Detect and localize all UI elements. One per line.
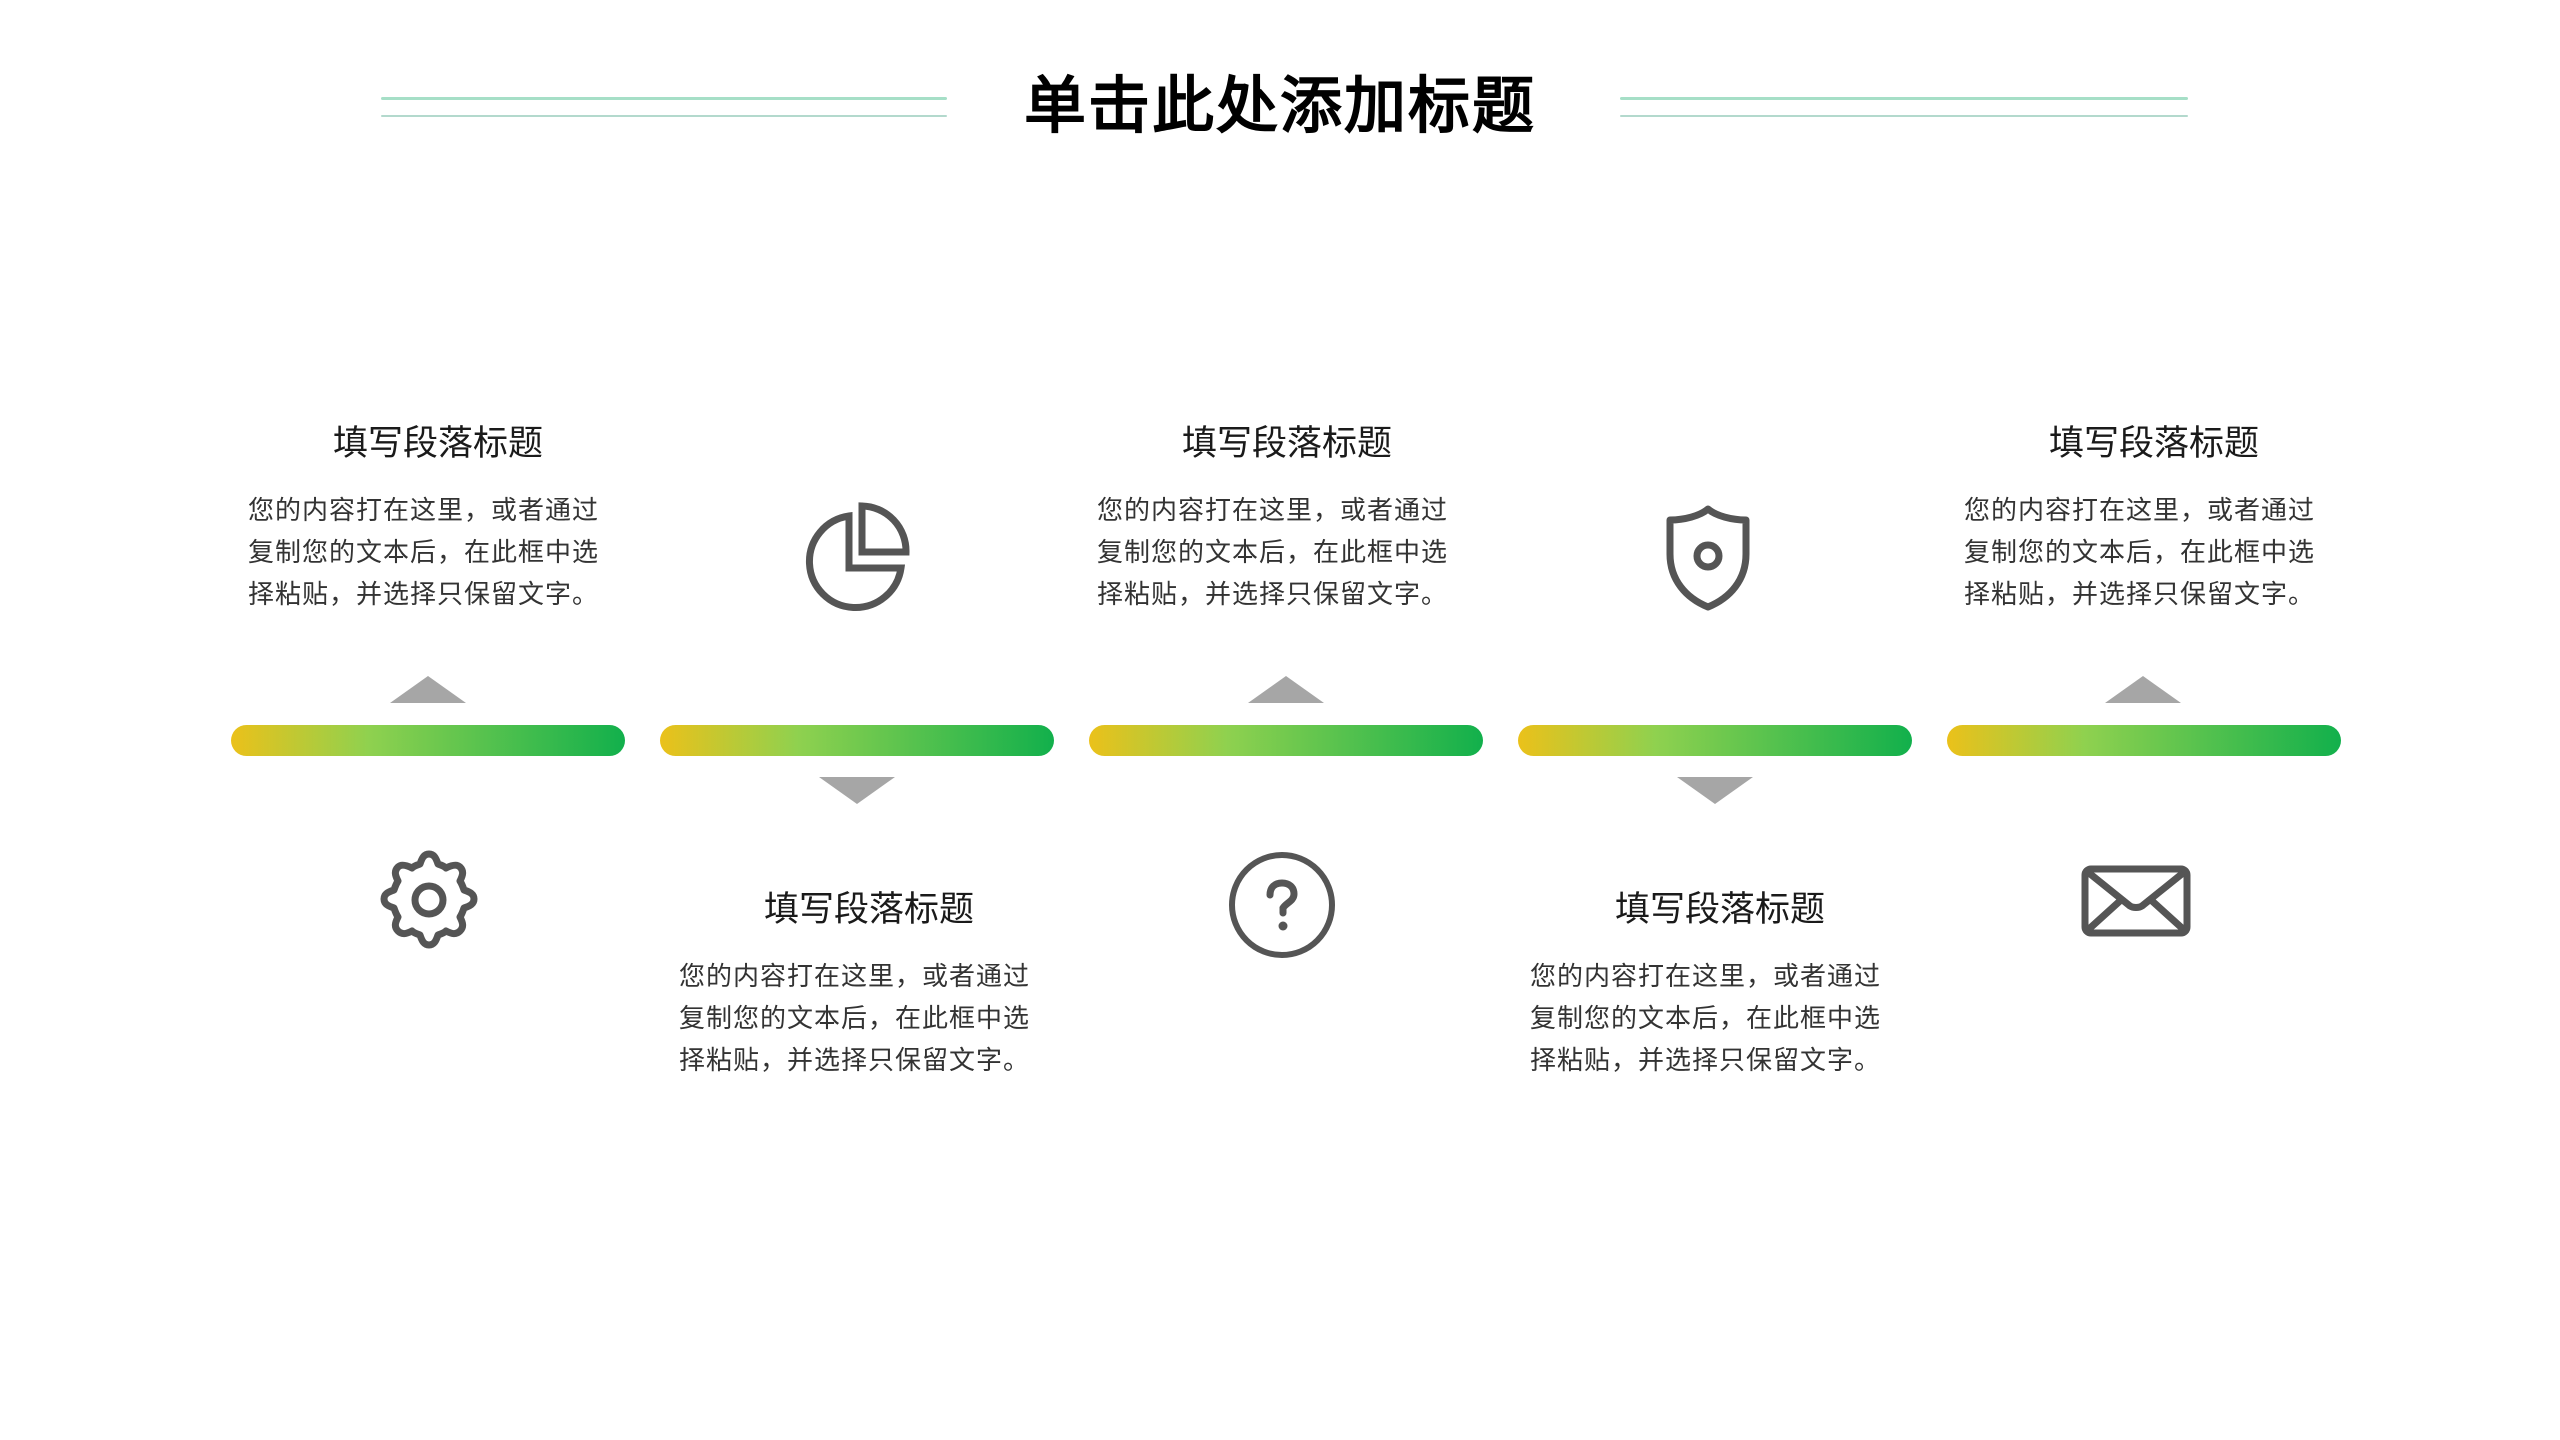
item-body: 您的内容打在这里，或者通过 复制您的文本后，在此框中选 择粘贴，并选择只保留文字… (248, 490, 628, 616)
item-body-line: 您的内容打在这里，或者通过 (1530, 962, 1882, 992)
title-line-left-top (381, 97, 947, 100)
arrow-down-icon (1677, 777, 1753, 804)
item-body: 您的内容打在这里，或者通过 复制您的文本后，在此框中选 择粘贴，并选择只保留文字… (1530, 956, 1910, 1082)
item-body-line: 您的内容打在这里，或者通过 (1964, 496, 2316, 526)
arrow-up-icon (390, 676, 466, 703)
timeline-item-2-text[interactable]: 填写段落标题 您的内容打在这里，或者通过 复制您的文本后，在此框中选 择粘贴，并… (679, 888, 1059, 1082)
item-heading: 填写段落标题 (763, 890, 974, 930)
item-body-line: 复制您的文本后，在此框中选 (1530, 1004, 1882, 1034)
item-body-line: 择粘贴，并选择只保留文字。 (1097, 580, 1449, 610)
timeline-bar-4 (1518, 725, 1912, 756)
item-body-line: 择粘贴，并选择只保留文字。 (1530, 1046, 1882, 1076)
title-line-right-top (1620, 97, 2188, 100)
pie-chart-icon (802, 502, 912, 612)
envelope-icon (2081, 865, 2191, 937)
timeline-item-5-text[interactable]: 填写段落标题 您的内容打在这里，或者通过 复制您的文本后，在此框中选 择粘贴，并… (1964, 422, 2344, 616)
item-body-line: 您的内容打在这里，或者通过 (1097, 496, 1449, 526)
item-body: 您的内容打在这里，或者通过 复制您的文本后，在此框中选 择粘贴，并选择只保留文字… (679, 956, 1059, 1082)
timeline-bar-5 (1947, 725, 2341, 756)
arrow-up-icon (2105, 676, 2181, 703)
item-body-line: 择粘贴，并选择只保留文字。 (1964, 580, 2316, 610)
item-body-line: 您的内容打在这里，或者通过 (248, 496, 600, 526)
item-body-line: 复制您的文本后，在此框中选 (1097, 538, 1449, 568)
item-body-line: 复制您的文本后，在此框中选 (248, 538, 600, 568)
arrow-down-icon (819, 777, 895, 804)
gear-icon (374, 848, 484, 958)
page-title[interactable]: 单击此处添加标题 (1023, 69, 1536, 142)
item-body: 您的内容打在这里，或者通过 复制您的文本后，在此框中选 择粘贴，并选择只保留文字… (1097, 490, 1477, 616)
item-body-line: 您的内容打在这里，或者通过 (679, 962, 1031, 992)
timeline-bar-1 (231, 725, 625, 756)
item-body-line: 择粘贴，并选择只保留文字。 (679, 1046, 1031, 1076)
item-body-line: 择粘贴，并选择只保留文字。 (248, 580, 600, 610)
timeline-bar-3 (1089, 725, 1483, 756)
item-heading: 填写段落标题 (1181, 424, 1392, 464)
timeline-bar-2 (660, 725, 1054, 756)
item-body: 您的内容打在这里，或者通过 复制您的文本后，在此框中选 择粘贴，并选择只保留文字… (1964, 490, 2344, 616)
item-body-line: 复制您的文本后，在此框中选 (679, 1004, 1031, 1034)
question-circle-icon (1228, 851, 1336, 959)
item-heading: 填写段落标题 (332, 424, 543, 464)
arrow-up-icon (1248, 676, 1324, 703)
item-body-line: 复制您的文本后，在此框中选 (1964, 538, 2316, 568)
title-line-left-bottom (381, 115, 947, 117)
timeline-item-4-text[interactable]: 填写段落标题 您的内容打在这里，或者通过 复制您的文本后，在此框中选 择粘贴，并… (1530, 888, 1910, 1082)
timeline-item-1-text[interactable]: 填写段落标题 您的内容打在这里，或者通过 复制您的文本后，在此框中选 择粘贴，并… (248, 422, 628, 616)
title-line-right-bottom (1620, 115, 2188, 117)
item-heading: 填写段落标题 (2048, 424, 2259, 464)
timeline-item-3-text[interactable]: 填写段落标题 您的内容打在这里，或者通过 复制您的文本后，在此框中选 择粘贴，并… (1097, 422, 1477, 616)
shield-icon (1664, 504, 1752, 612)
item-heading: 填写段落标题 (1614, 890, 1825, 930)
